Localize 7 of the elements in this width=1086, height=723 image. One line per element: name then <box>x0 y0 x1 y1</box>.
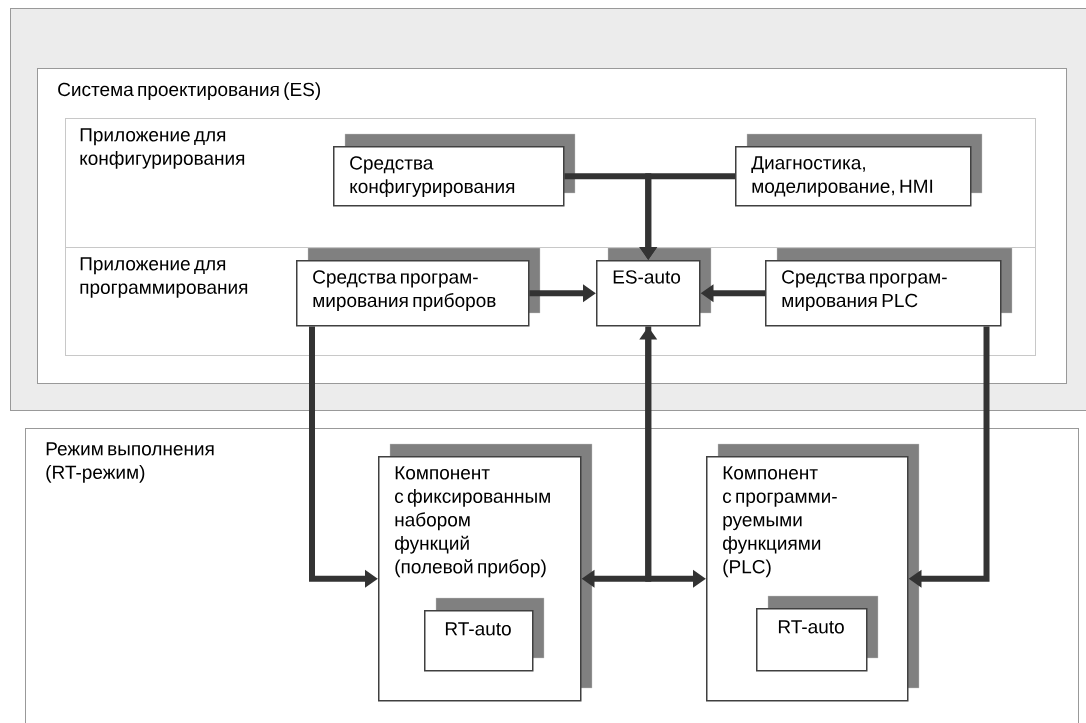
process-box: Средства конфигурирования <box>333 133 576 207</box>
process-box: RT-auto <box>756 595 879 672</box>
process-box: RT-auto <box>424 597 545 672</box>
process-box: ES-auto <box>596 247 712 327</box>
process-box: Средства програм- мирования приборов <box>296 247 541 327</box>
process-box: Средства програм- мирования PLC <box>765 247 1013 327</box>
process-box: Диагностика, моделирование, HMI <box>735 133 983 207</box>
